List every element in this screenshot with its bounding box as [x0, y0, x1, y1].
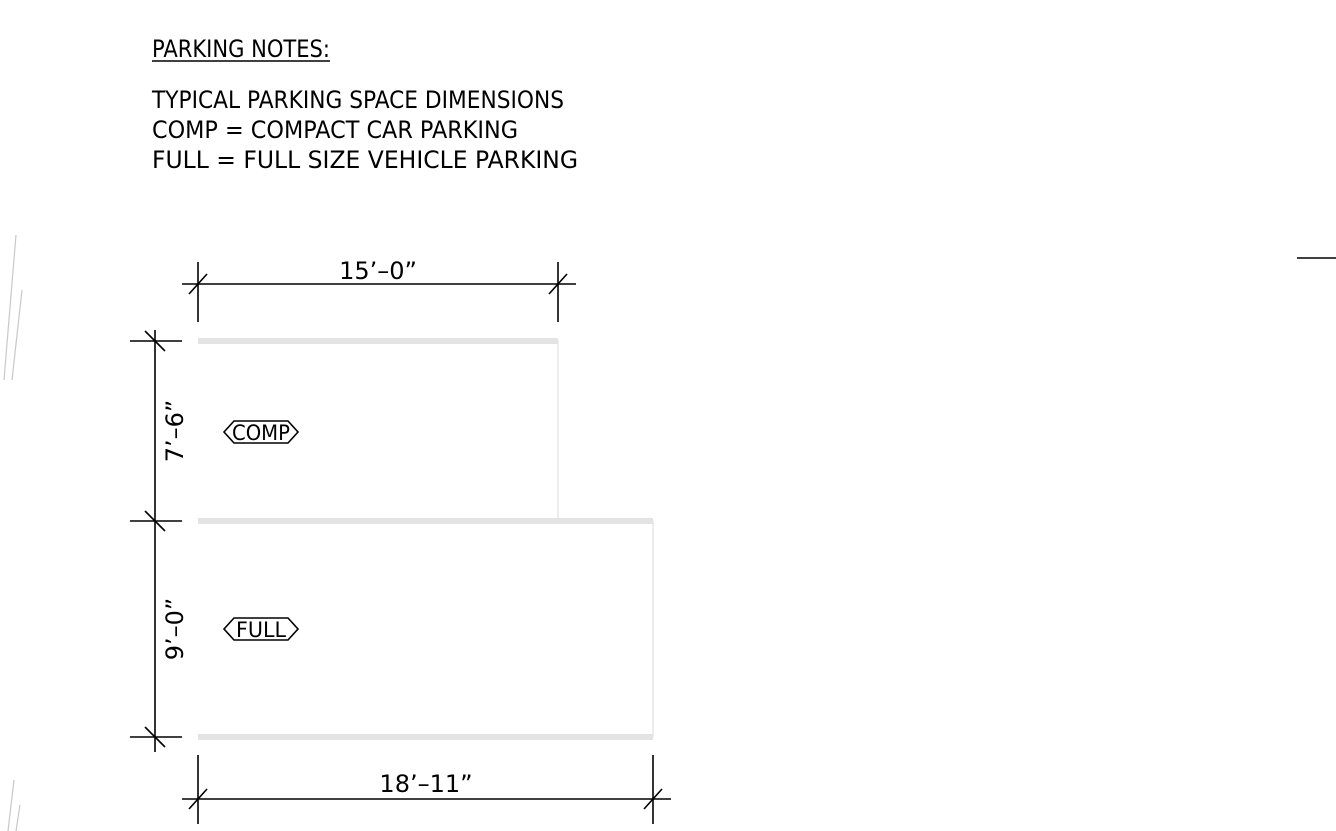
ghost-lines: [3, 234, 23, 831]
notes-heading: PARKING NOTES:: [152, 35, 330, 63]
parking-notes: PARKING NOTES: TYPICAL PARKING SPACE DIM…: [151, 35, 578, 174]
dimension-compact-width-label: 7’–6”: [161, 400, 189, 463]
full-tag-label: FULL: [236, 618, 286, 642]
notes-line-typical: TYPICAL PARKING SPACE DIMENSIONS: [151, 86, 564, 114]
full-stall: [198, 518, 654, 740]
dimension-compact-length: 15’–0”: [182, 257, 576, 322]
comp-tag: COMP: [222, 420, 300, 445]
dimension-compact-length-label: 15’–0”: [339, 257, 417, 285]
notes-line-full: FULL = FULL SIZE VEHICLE PARKING: [152, 146, 578, 174]
dimension-full-length: 18’–11”: [182, 755, 671, 824]
dimension-full-length-label: 18’–11”: [379, 770, 472, 798]
full-tag: FULL: [222, 617, 300, 642]
compact-stall: [198, 338, 559, 519]
notes-line-comp: COMP = COMPACT CAR PARKING: [152, 116, 518, 144]
full-tag-outline: [222, 617, 300, 641]
dimension-left-chain: 7’–6” 9’–0”: [130, 330, 189, 752]
dimension-full-width-label: 9’–0”: [161, 598, 189, 661]
comp-tag-outline: [222, 420, 300, 444]
comp-tag-label: COMP: [232, 421, 290, 445]
